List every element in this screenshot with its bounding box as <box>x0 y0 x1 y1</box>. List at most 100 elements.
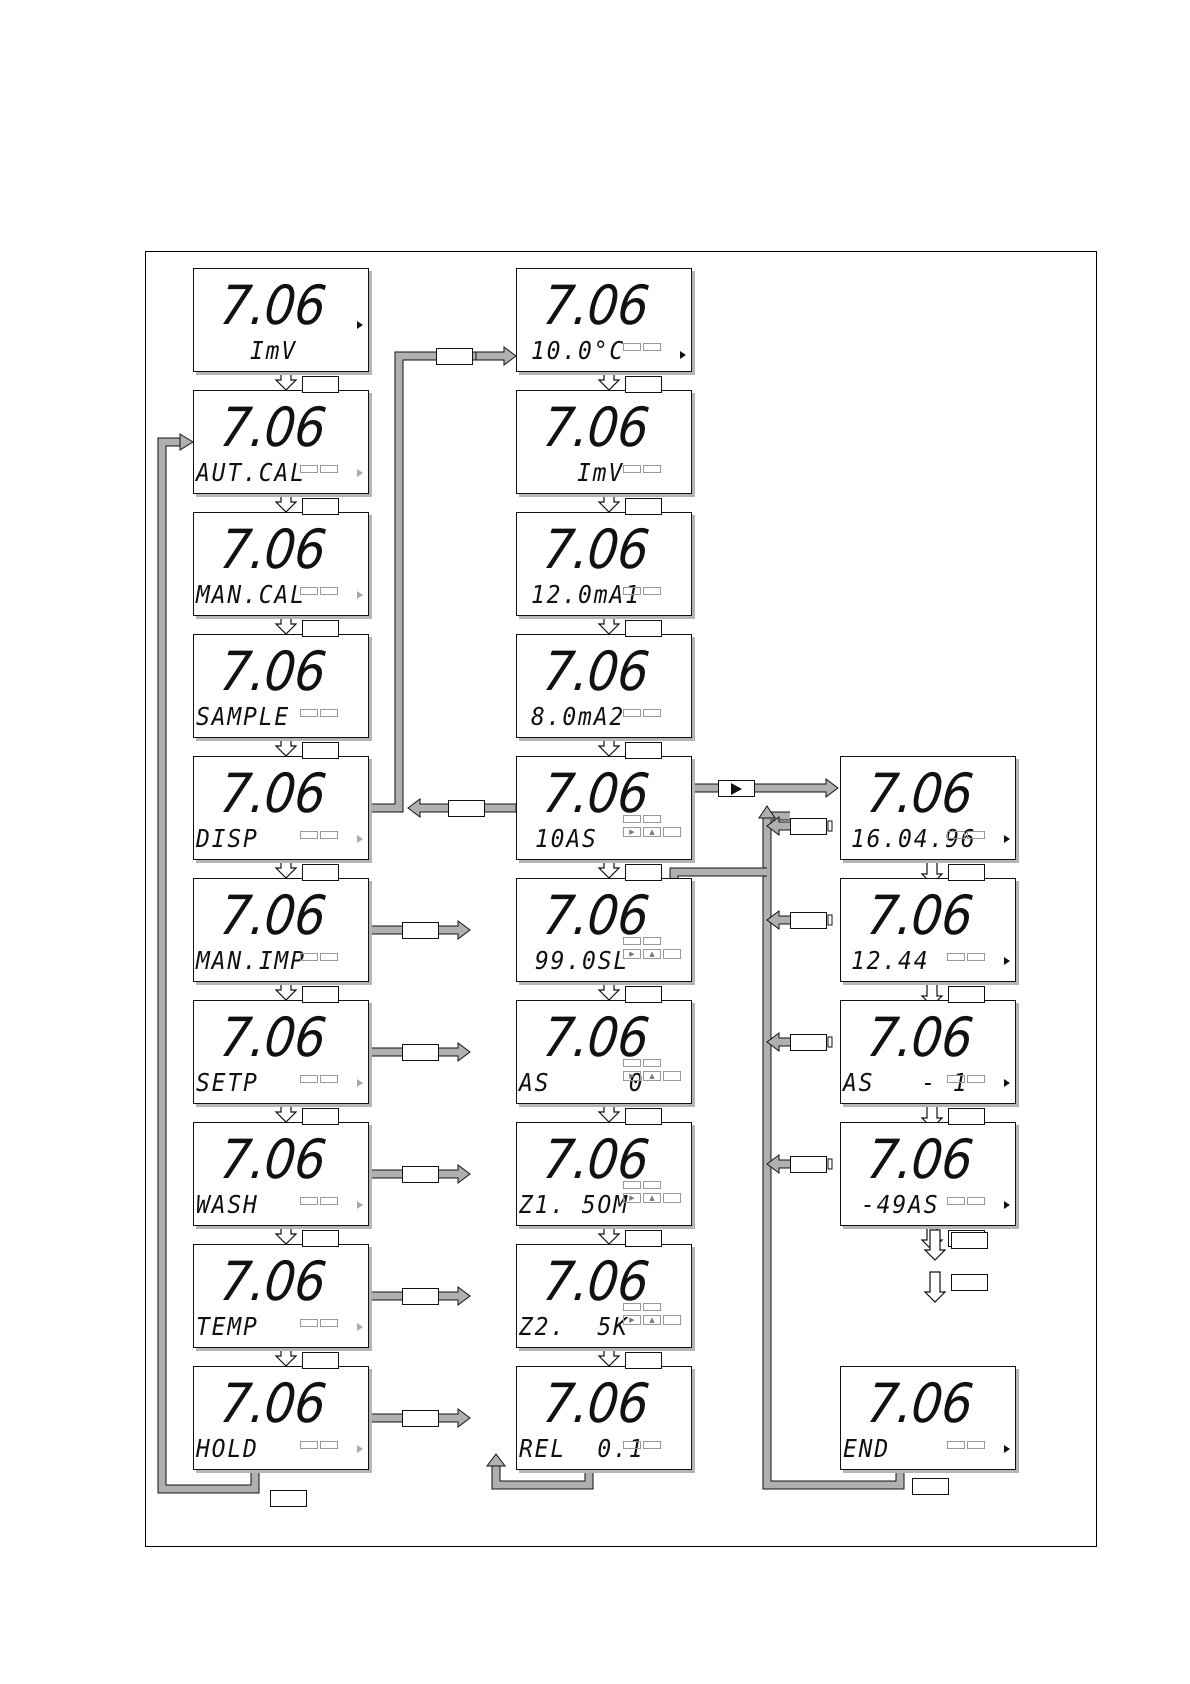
key-button-27[interactable] <box>448 800 485 817</box>
key-button-8[interactable] <box>302 1230 339 1247</box>
sub-display-text: AS - 1 <box>843 1068 969 1097</box>
key-button-10[interactable] <box>625 376 662 393</box>
main-reading: 7.06 <box>216 518 329 581</box>
lcd-screen-right-4: 7.06-49AS <box>840 1122 1016 1226</box>
key-button-9[interactable] <box>302 1352 339 1369</box>
status-segments <box>300 587 338 595</box>
cursor-arrow-icon <box>357 591 363 599</box>
key-button-15[interactable] <box>625 986 662 1003</box>
blank-key-icon <box>663 949 681 959</box>
segment-box <box>643 1441 661 1449</box>
key-button-11[interactable] <box>625 498 662 515</box>
segment-box <box>967 1075 985 1083</box>
key-button-34[interactable] <box>790 818 827 835</box>
key-button-21[interactable] <box>948 1108 985 1125</box>
key-button-32[interactable] <box>402 1410 439 1427</box>
key-button-20[interactable] <box>948 986 985 1003</box>
key-button-7[interactable] <box>302 1108 339 1125</box>
key-button-23[interactable] <box>951 1232 988 1249</box>
key-button-26[interactable] <box>436 348 473 365</box>
key-button-3[interactable] <box>302 620 339 637</box>
tick-mark <box>827 1036 833 1048</box>
segment-box <box>623 343 641 351</box>
key-button-31[interactable] <box>402 1288 439 1305</box>
down-arrow-icon <box>597 1225 621 1245</box>
key-button-24[interactable] <box>951 1274 988 1291</box>
sub-display-text: ImV <box>577 458 625 487</box>
key-button-2[interactable] <box>302 498 339 515</box>
key-button-6[interactable] <box>302 986 339 1003</box>
key-button-13[interactable] <box>625 742 662 759</box>
key-button-37[interactable] <box>790 1156 827 1173</box>
segment-box <box>300 831 318 839</box>
main-reading: 7.06 <box>216 396 329 459</box>
segment-box <box>947 1075 965 1083</box>
key-indicator-row: ▶▲ <box>623 1193 681 1203</box>
down-arrow-icon <box>597 493 621 513</box>
key-button-25[interactable] <box>270 1490 307 1507</box>
status-segments <box>623 465 661 473</box>
segment-box <box>300 1075 318 1083</box>
flow-path-outline <box>368 351 480 813</box>
status-segments <box>623 1181 661 1189</box>
main-reading: 7.06 <box>863 884 976 947</box>
key-indicator-row: ▶▲ <box>623 949 681 959</box>
segment-box <box>320 587 338 595</box>
status-segments <box>623 709 661 717</box>
down-arrow-icon <box>597 1103 621 1123</box>
key-button-4[interactable] <box>302 742 339 759</box>
segment-box <box>947 953 965 961</box>
status-segments <box>300 465 338 473</box>
key-button-36[interactable] <box>790 1034 827 1051</box>
sub-display-text: 99.0SL <box>535 946 630 975</box>
key-button-30[interactable] <box>402 1166 439 1183</box>
key-button-29[interactable] <box>402 1044 439 1061</box>
key-button-14[interactable] <box>625 864 662 881</box>
play-triangle-icon: ▶ <box>623 1315 641 1325</box>
flow-path <box>763 812 904 1489</box>
play-triangle-icon: ▶ <box>623 949 641 959</box>
segment-box <box>643 937 661 945</box>
segment-box <box>947 831 965 839</box>
segment-box <box>623 709 641 717</box>
key-button-18[interactable] <box>625 1352 662 1369</box>
right-key-button[interactable] <box>718 780 755 797</box>
key-button-12[interactable] <box>625 620 662 637</box>
right-arrow-icon <box>179 433 194 451</box>
status-segments <box>300 1197 338 1205</box>
main-reading: 7.06 <box>863 762 976 825</box>
status-segments <box>623 815 661 823</box>
key-button-28[interactable] <box>402 922 439 939</box>
main-reading: 7.06 <box>216 762 329 825</box>
blank-key-icon <box>663 827 681 837</box>
key-button-33[interactable] <box>912 1478 949 1495</box>
segment-box <box>947 1441 965 1449</box>
key-indicator-row: ▶▲ <box>623 827 681 837</box>
key-button-17[interactable] <box>625 1230 662 1247</box>
status-segments <box>300 1319 338 1327</box>
status-segments <box>623 1441 661 1449</box>
status-segments <box>300 831 338 839</box>
play-triangle-icon: ▶ <box>623 1071 641 1081</box>
key-button-1[interactable] <box>302 376 339 393</box>
main-reading: 7.06 <box>539 396 652 459</box>
status-segments <box>300 1441 338 1449</box>
key-button-16[interactable] <box>625 1108 662 1125</box>
key-button-19[interactable] <box>948 864 985 881</box>
main-reading: 7.06 <box>863 1372 976 1435</box>
segment-box <box>623 587 641 595</box>
key-button-35[interactable] <box>790 912 827 929</box>
cursor-arrow-icon <box>680 351 686 359</box>
cursor-arrow-icon <box>357 1445 363 1453</box>
segment-box <box>300 465 318 473</box>
main-reading: 7.06 <box>216 1006 329 1069</box>
status-segments <box>623 1059 661 1067</box>
flow-path <box>368 352 480 812</box>
key-button-5[interactable] <box>302 864 339 881</box>
